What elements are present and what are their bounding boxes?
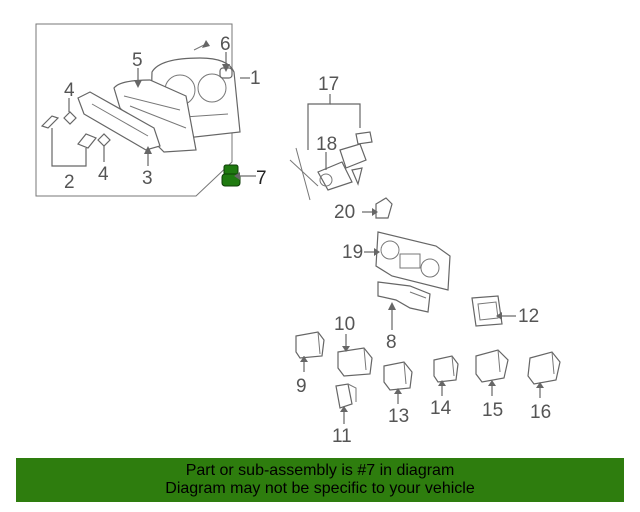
part-13-switch: [383, 361, 413, 404]
part-19-climate-panel: [364, 231, 451, 291]
cluster-group-outline: [35, 23, 233, 197]
callout-14: 14: [430, 398, 452, 419]
part-16-switch: [527, 351, 561, 398]
part-7-highlighted: [221, 164, 256, 187]
parts-diagram: 1 2 3 4 4 5 6 7 8 9 10 11 12 13 14 15 16…: [35, 23, 561, 447]
callout-20: 20: [334, 202, 355, 223]
part-12-trim: [471, 295, 516, 327]
callout-15: 15: [482, 400, 503, 421]
callout-11: 11: [332, 426, 352, 447]
part-9-switch: [295, 331, 325, 372]
info-banner: Part or sub-assembly is #7 in diagram Di…: [16, 458, 624, 502]
part-5-cluster-lens: [113, 68, 197, 153]
callout-9: 9: [296, 376, 307, 397]
part-2-brackets: [40, 115, 97, 167]
callout-12: 12: [518, 306, 539, 327]
part-8-bracket: [377, 281, 431, 330]
callout-3: 3: [142, 168, 153, 189]
callout-18: 18: [316, 134, 337, 155]
callout-7: 7: [256, 168, 267, 189]
callout-8: 8: [386, 332, 397, 353]
callout-1: 1: [250, 68, 261, 89]
part-14-switch: [433, 355, 459, 396]
callout-19: 19: [342, 242, 363, 263]
callout-4-lower: 4: [98, 164, 109, 185]
part-15-switch: [475, 349, 509, 396]
banner-line-2: Diagram may not be specific to your vehi…: [165, 480, 475, 497]
callout-4-upper: 4: [64, 80, 75, 101]
part-4-clips: [63, 98, 111, 162]
callout-16: 16: [530, 402, 551, 423]
part-3-cluster-bezel: [77, 91, 161, 166]
callout-5: 5: [132, 50, 143, 71]
banner-line-1: Part or sub-assembly is #7 in diagram: [185, 462, 455, 479]
part-6-socket: [193, 40, 233, 79]
callout-13: 13: [388, 406, 409, 427]
part-11-connector: [335, 383, 357, 424]
part-17-18-combination-switch: [289, 94, 373, 201]
part-10-switch: [337, 334, 373, 377]
callout-17: 17: [318, 74, 339, 95]
callout-6: 6: [220, 34, 231, 55]
part-20-sensor: [362, 197, 393, 219]
callout-2: 2: [64, 172, 75, 193]
callout-10: 10: [334, 314, 355, 335]
